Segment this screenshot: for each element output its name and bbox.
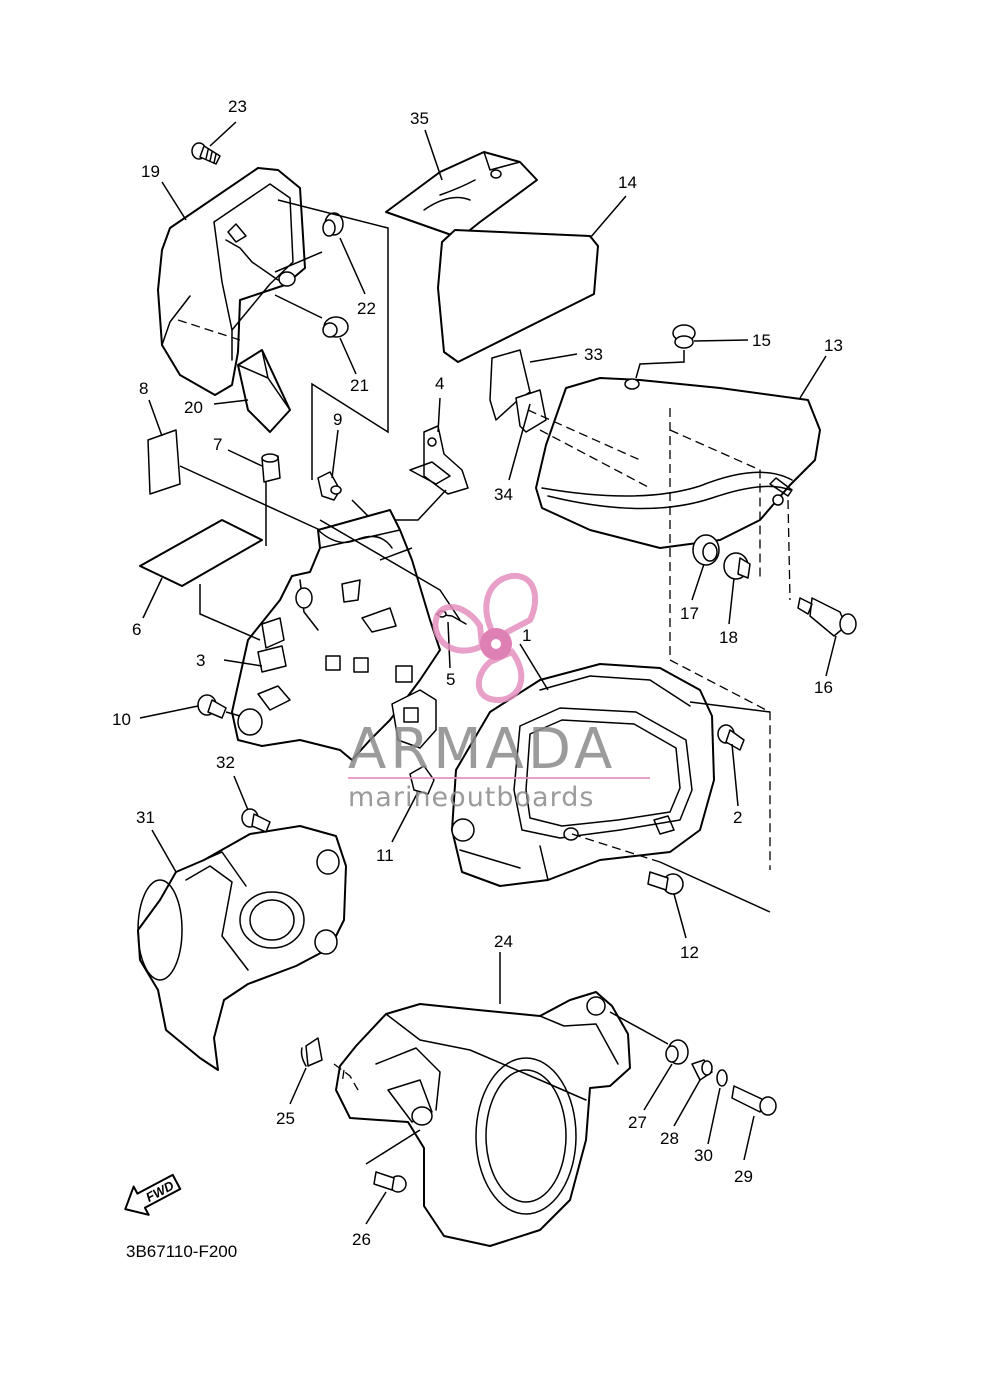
label-part-25: 25	[276, 1109, 295, 1128]
label-part-19: 19	[141, 162, 160, 181]
label-part-15: 15	[752, 331, 771, 350]
label-part-8: 8	[139, 379, 148, 398]
part-14-panel	[437, 229, 599, 363]
label-part-31: 31	[136, 808, 155, 827]
armada-watermark: ARMADA marineoutboards	[348, 572, 650, 813]
label-part-21: 21	[350, 376, 369, 395]
part-16-fitting	[797, 597, 857, 637]
part-15-grommet	[672, 324, 696, 349]
label-leader-lines	[139, 121, 837, 1225]
label-part-24: 24	[494, 932, 513, 951]
part-11-clip	[409, 765, 435, 795]
label-part-2: 2	[733, 808, 742, 827]
part-2-bolt	[717, 724, 745, 751]
label-part-20: 20	[184, 398, 203, 417]
part-32-screw	[241, 808, 271, 833]
label-part-27: 27	[628, 1113, 647, 1132]
part-23-screw	[191, 142, 221, 165]
label-part-17: 17	[680, 604, 699, 623]
label-part-11: 11	[376, 846, 394, 865]
label-part-33: 33	[584, 345, 603, 364]
part-27-grommet	[665, 1039, 689, 1065]
part-12-bolt	[647, 871, 684, 895]
part-6-pad	[139, 519, 263, 587]
part-7-plug	[261, 453, 281, 483]
part-24-cover	[333, 991, 631, 1247]
part-9-clip	[317, 471, 342, 501]
part-30-washer	[716, 1069, 728, 1087]
part-number-labels: 23 19 35 14 22 21 20 33 15 13 4 34 8 7 9…	[112, 97, 843, 1249]
part-22-grommet	[322, 212, 344, 237]
part-8-pad	[147, 429, 181, 495]
part-3-bracket	[231, 509, 441, 761]
label-part-30: 30	[694, 1146, 713, 1165]
label-part-14: 14	[618, 173, 637, 192]
label-part-13: 13	[824, 336, 843, 355]
label-part-28: 28	[660, 1129, 679, 1148]
fwd-arrow-icon: FWD	[124, 1173, 182, 1216]
part-28-collar	[691, 1059, 713, 1081]
part-29-bolt	[731, 1085, 777, 1116]
label-part-26: 26	[352, 1230, 371, 1249]
part-17-nut	[692, 534, 720, 566]
label-part-18: 18	[719, 628, 738, 647]
part-4-bracket	[409, 425, 469, 495]
label-part-22: 22	[357, 299, 376, 318]
diagram-reference-code: 3B67110-F200	[126, 1242, 237, 1261]
label-part-6: 6	[132, 620, 141, 639]
part-35-pad	[385, 151, 538, 239]
label-part-12: 12	[680, 943, 699, 962]
label-part-16: 16	[814, 678, 833, 697]
part-25-clip	[300, 1037, 323, 1067]
propeller-logo-icon	[432, 572, 539, 704]
part-26-screw	[373, 1171, 407, 1193]
part-21-grommet	[322, 316, 349, 338]
part-10-screw	[197, 694, 227, 719]
label-part-10: 10	[112, 710, 131, 729]
label-part-1: 1	[522, 626, 531, 645]
label-part-3: 3	[196, 651, 205, 670]
part-18-collar	[723, 552, 751, 580]
part-20-damper-block	[237, 349, 291, 433]
label-part-35: 35	[410, 109, 429, 128]
label-part-9: 9	[333, 410, 342, 429]
label-part-23: 23	[228, 97, 247, 116]
part-1-air-box	[451, 663, 715, 887]
label-part-7: 7	[213, 435, 222, 454]
label-part-32: 32	[216, 753, 235, 772]
label-part-4: 4	[435, 374, 444, 393]
watermark-tagline: marineoutboards	[348, 782, 594, 813]
watermark-brand: ARMADA	[348, 717, 616, 782]
part-31-cover	[137, 825, 347, 1071]
label-part-34: 34	[494, 485, 513, 504]
part-19-side-cover	[157, 167, 306, 396]
label-part-5: 5	[446, 670, 455, 689]
part-13-tank	[527, 377, 821, 549]
label-part-29: 29	[734, 1167, 753, 1186]
